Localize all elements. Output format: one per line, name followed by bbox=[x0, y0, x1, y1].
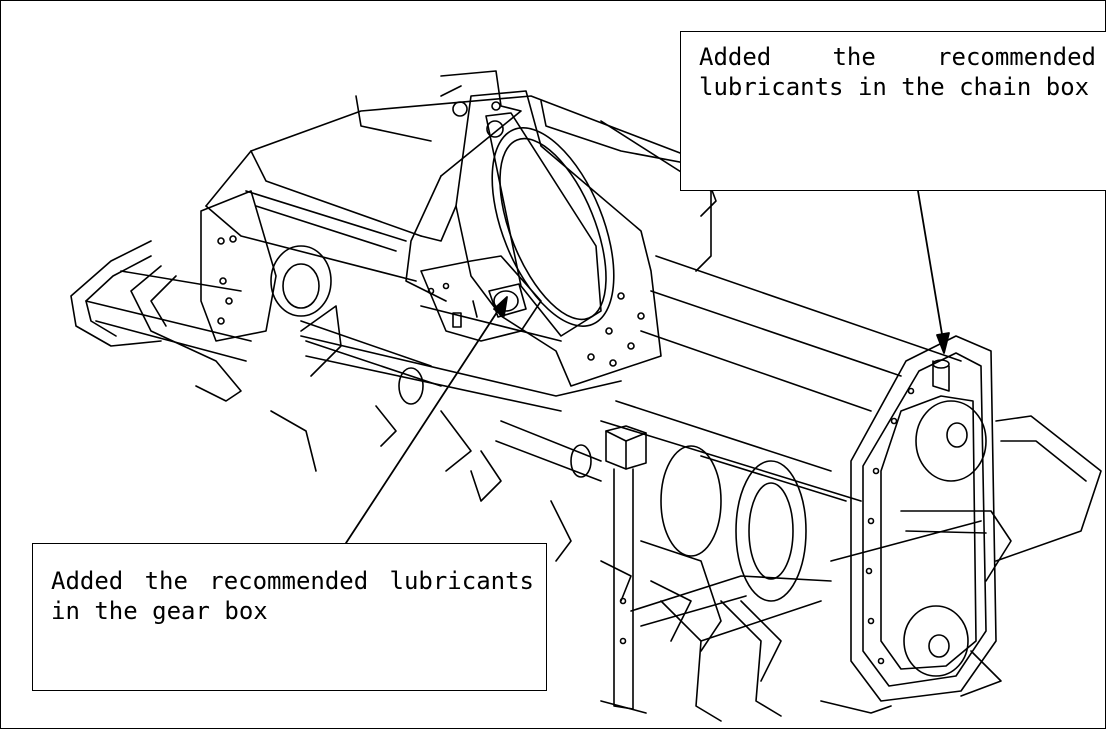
left-rotor bbox=[270, 245, 472, 472]
center-shaft bbox=[470, 420, 632, 602]
chain-box-leader bbox=[917, 190, 945, 347]
frame-tubes bbox=[300, 255, 962, 502]
gear-box-leader bbox=[345, 302, 504, 544]
chain-box bbox=[850, 335, 1102, 702]
chain-box-arrowhead bbox=[936, 332, 950, 354]
gear-box bbox=[420, 255, 542, 342]
leader-lines bbox=[345, 190, 950, 544]
chain-box-callout: Added the recommended lubricants in the … bbox=[680, 31, 1106, 191]
hitch-mast bbox=[405, 70, 662, 387]
gear-box-callout: Added the recommended lubricants in the … bbox=[32, 543, 547, 691]
right-rotor bbox=[640, 445, 822, 682]
right-guard bbox=[630, 510, 1012, 722]
gear-box-arrowhead bbox=[493, 296, 508, 317]
skid-plates bbox=[820, 650, 1002, 714]
support-leg bbox=[600, 425, 647, 714]
tiller-hood bbox=[205, 95, 717, 282]
left-side-plate bbox=[200, 190, 277, 342]
left-guard bbox=[70, 240, 252, 402]
